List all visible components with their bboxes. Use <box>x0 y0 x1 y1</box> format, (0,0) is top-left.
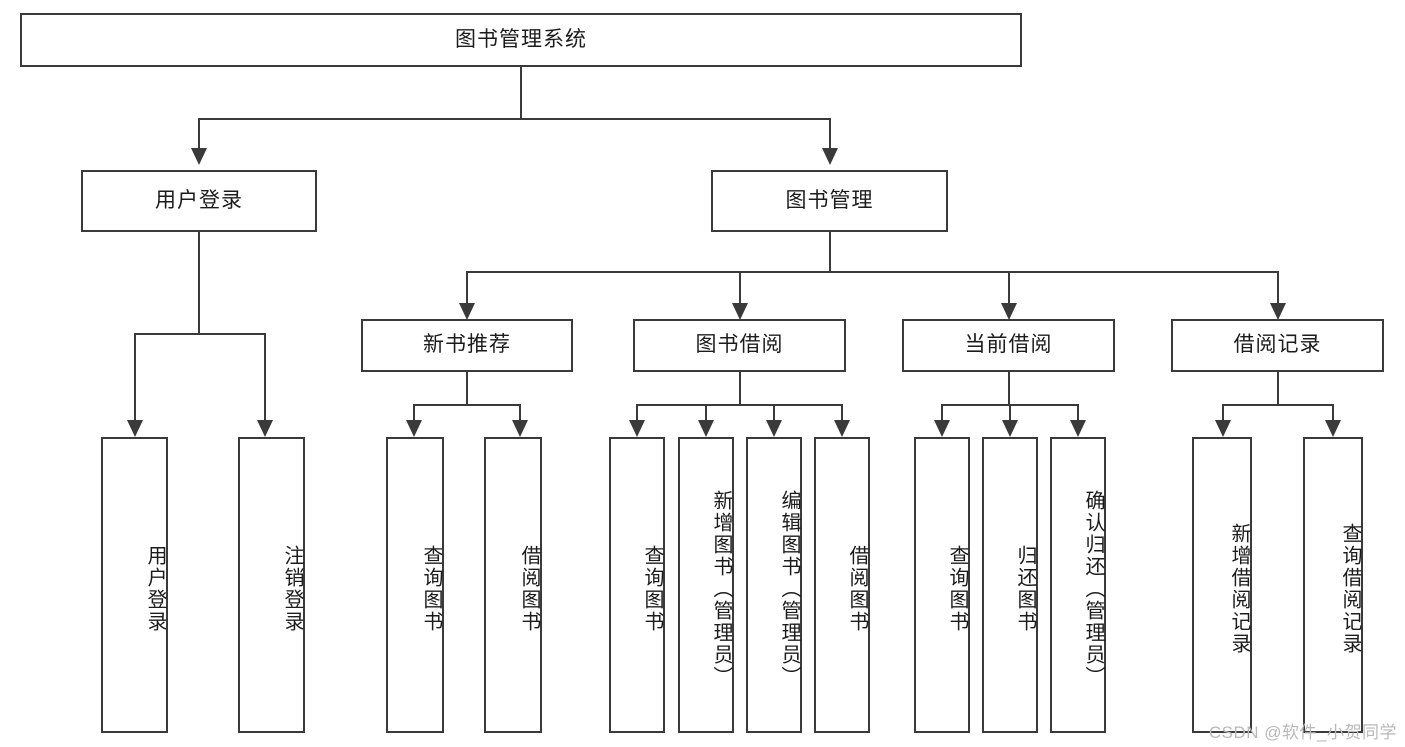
connector-borrow-record-drop-1 <box>1222 404 1224 420</box>
node-label: 图书借阅 <box>695 333 784 357</box>
leaf-book-borrow-edit-book[interactable]: 编辑图书（管理员） <box>746 437 802 733</box>
connector-level2-drop-new-book <box>466 271 468 303</box>
leaf-borrow-record-query-record[interactable]: 查询借阅记录 <box>1303 437 1363 733</box>
node-label: 编辑图书（管理员） <box>778 490 800 688</box>
node-borrow-record[interactable]: 借阅记录 <box>1171 319 1384 372</box>
connector-user-login-drop-1 <box>134 333 136 420</box>
leaf-borrow-record-add-record[interactable]: 新增借阅记录 <box>1192 437 1252 733</box>
connector-level2-drop-borrow-record <box>1277 271 1279 303</box>
leaf-new-book-borrow-book[interactable]: 借阅图书 <box>484 437 542 733</box>
arrow-level2-new-book-recommend <box>459 303 475 320</box>
node-current-borrow[interactable]: 当前借阅 <box>902 319 1115 372</box>
arrow-leaf-cb-confirm <box>1070 420 1086 437</box>
arrow-leaf-user-login <box>127 420 143 437</box>
leaf-user-login[interactable]: 用户登录 <box>101 437 168 733</box>
connector-root-stem <box>520 67 522 120</box>
connector-level2-bar <box>466 271 1278 273</box>
arrow-leaf-bb-query <box>629 420 645 437</box>
arrow-level2-current-borrow <box>1001 303 1017 320</box>
node-label: 当前借阅 <box>964 333 1053 357</box>
connector-book-management-stem <box>829 232 831 273</box>
arrow-leaf-bb-add <box>698 420 714 437</box>
node-label: 确认归还（管理员） <box>1082 490 1104 688</box>
node-label: 借阅记录 <box>1233 333 1322 357</box>
connector-new-book-bar <box>413 404 521 406</box>
node-label: 查询图书 <box>946 545 968 633</box>
leaf-current-borrow-return-book[interactable]: 归还图书 <box>982 437 1038 733</box>
connector-book-borrow-stem <box>739 372 741 406</box>
connector-book-borrow-drop-2 <box>705 404 707 420</box>
node-label: 图书管理系统 <box>455 27 587 51</box>
arrow-level1-book-management <box>822 148 838 165</box>
leaf-book-borrow-borrow-book[interactable]: 借阅图书 <box>814 437 870 733</box>
arrow-level2-borrow-record <box>1270 303 1286 320</box>
leaf-book-borrow-add-book[interactable]: 新增图书（管理员） <box>678 437 734 733</box>
node-label: 图书管理 <box>785 188 874 212</box>
connector-level2-drop-current-borrow <box>1008 271 1010 303</box>
connector-book-borrow-drop-4 <box>841 404 843 420</box>
node-label: 注销登录 <box>281 545 303 633</box>
node-book-management[interactable]: 图书管理 <box>711 170 948 232</box>
arrow-leaf-logout <box>257 420 273 437</box>
node-label: 新增借阅记录 <box>1228 523 1250 655</box>
leaf-new-book-query-book[interactable]: 查询图书 <box>386 437 444 733</box>
node-label: 查询借阅记录 <box>1339 523 1361 655</box>
arrow-leaf-new-book-borrow <box>512 420 528 437</box>
leaf-current-borrow-query-book[interactable]: 查询图书 <box>914 437 970 733</box>
connector-book-borrow-bar <box>636 404 842 406</box>
leaf-logout[interactable]: 注销登录 <box>238 437 305 733</box>
node-label: 借阅图书 <box>846 545 868 633</box>
connector-current-borrow-drop-3 <box>1077 404 1079 420</box>
arrow-leaf-bb-borrow <box>834 420 850 437</box>
connector-user-login-stem <box>198 232 200 333</box>
connector-current-borrow-drop-2 <box>1009 404 1011 420</box>
connector-book-borrow-drop-3 <box>773 404 775 420</box>
node-label: 新书推荐 <box>423 333 511 357</box>
node-label: 借阅图书 <box>518 545 540 633</box>
connector-new-book-stem <box>466 372 468 406</box>
connector-user-login-drop-2 <box>264 333 266 420</box>
node-label: 归还图书 <box>1014 545 1036 633</box>
connector-borrow-record-bar <box>1222 404 1334 406</box>
connector-level1-drop-user-login <box>198 118 200 148</box>
watermark-text: CSDN @软件_小贺同学 <box>1208 723 1397 742</box>
arrow-leaf-cb-query <box>934 420 950 437</box>
leaf-book-borrow-query-book[interactable]: 查询图书 <box>609 437 665 733</box>
node-root-book-management-system[interactable]: 图书管理系统 <box>20 13 1022 67</box>
node-label: 用户登录 <box>155 188 243 212</box>
node-label: 查询图书 <box>641 545 663 633</box>
connector-book-borrow-drop-1 <box>636 404 638 420</box>
node-label: 用户登录 <box>144 545 166 633</box>
arrow-leaf-br-add <box>1215 420 1231 437</box>
connector-new-book-drop-1 <box>413 404 415 420</box>
node-book-borrow[interactable]: 图书借阅 <box>633 319 846 372</box>
arrow-level1-user-login <box>191 148 207 165</box>
connector-new-book-drop-2 <box>519 404 521 420</box>
connector-borrow-record-drop-2 <box>1332 404 1334 420</box>
connector-level1-drop-book-management <box>829 118 831 148</box>
connector-user-login-bar <box>134 333 264 335</box>
arrow-level2-book-borrow <box>732 303 748 320</box>
connector-current-borrow-drop-1 <box>941 404 943 420</box>
node-label: 新增图书（管理员） <box>710 490 732 688</box>
arrow-leaf-bb-edit <box>766 420 782 437</box>
connector-borrow-record-stem <box>1277 372 1279 406</box>
arrow-leaf-br-query <box>1325 420 1341 437</box>
arrow-leaf-new-book-query <box>406 420 422 437</box>
node-new-book-recommend[interactable]: 新书推荐 <box>361 319 573 372</box>
node-label: 查询图书 <box>420 545 442 633</box>
connector-level2-drop-book-borrow <box>739 271 741 303</box>
arrow-leaf-cb-return <box>1002 420 1018 437</box>
connector-current-borrow-stem <box>1008 372 1010 406</box>
node-user-login[interactable]: 用户登录 <box>81 170 317 232</box>
leaf-current-borrow-confirm-return[interactable]: 确认归还（管理员） <box>1050 437 1106 733</box>
connector-level1-bar <box>198 118 830 120</box>
